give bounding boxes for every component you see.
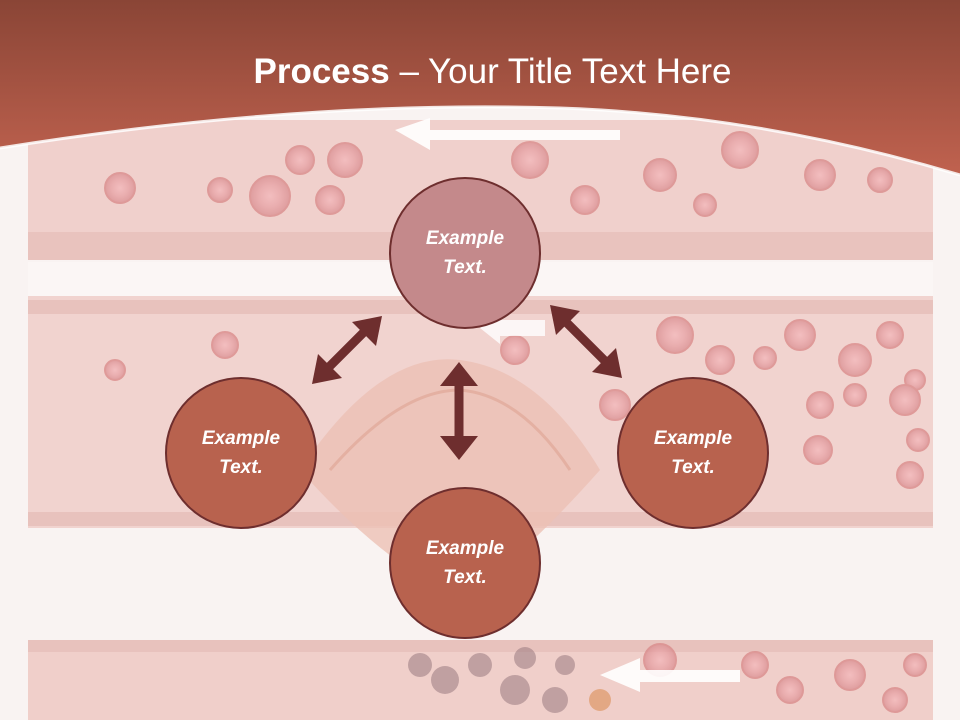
process-node-top[interactable]: Example Text. [389, 177, 541, 329]
process-node-bottom[interactable]: Example Text. [389, 487, 541, 639]
process-node-left[interactable]: Example Text. [165, 377, 317, 529]
node-bottom-text: Example Text. [425, 538, 505, 588]
node-top-text: Example Text. [425, 228, 505, 278]
title-rest: – Your Title Text Here [389, 52, 732, 91]
process-node-right[interactable]: Example Text. [617, 377, 769, 529]
slide-title: Process – Your Title Text Here [0, 52, 960, 92]
node-right-text: Example Text. [653, 428, 733, 478]
node-left-text: Example Text. [201, 428, 281, 478]
title-bold: Process [253, 52, 390, 91]
